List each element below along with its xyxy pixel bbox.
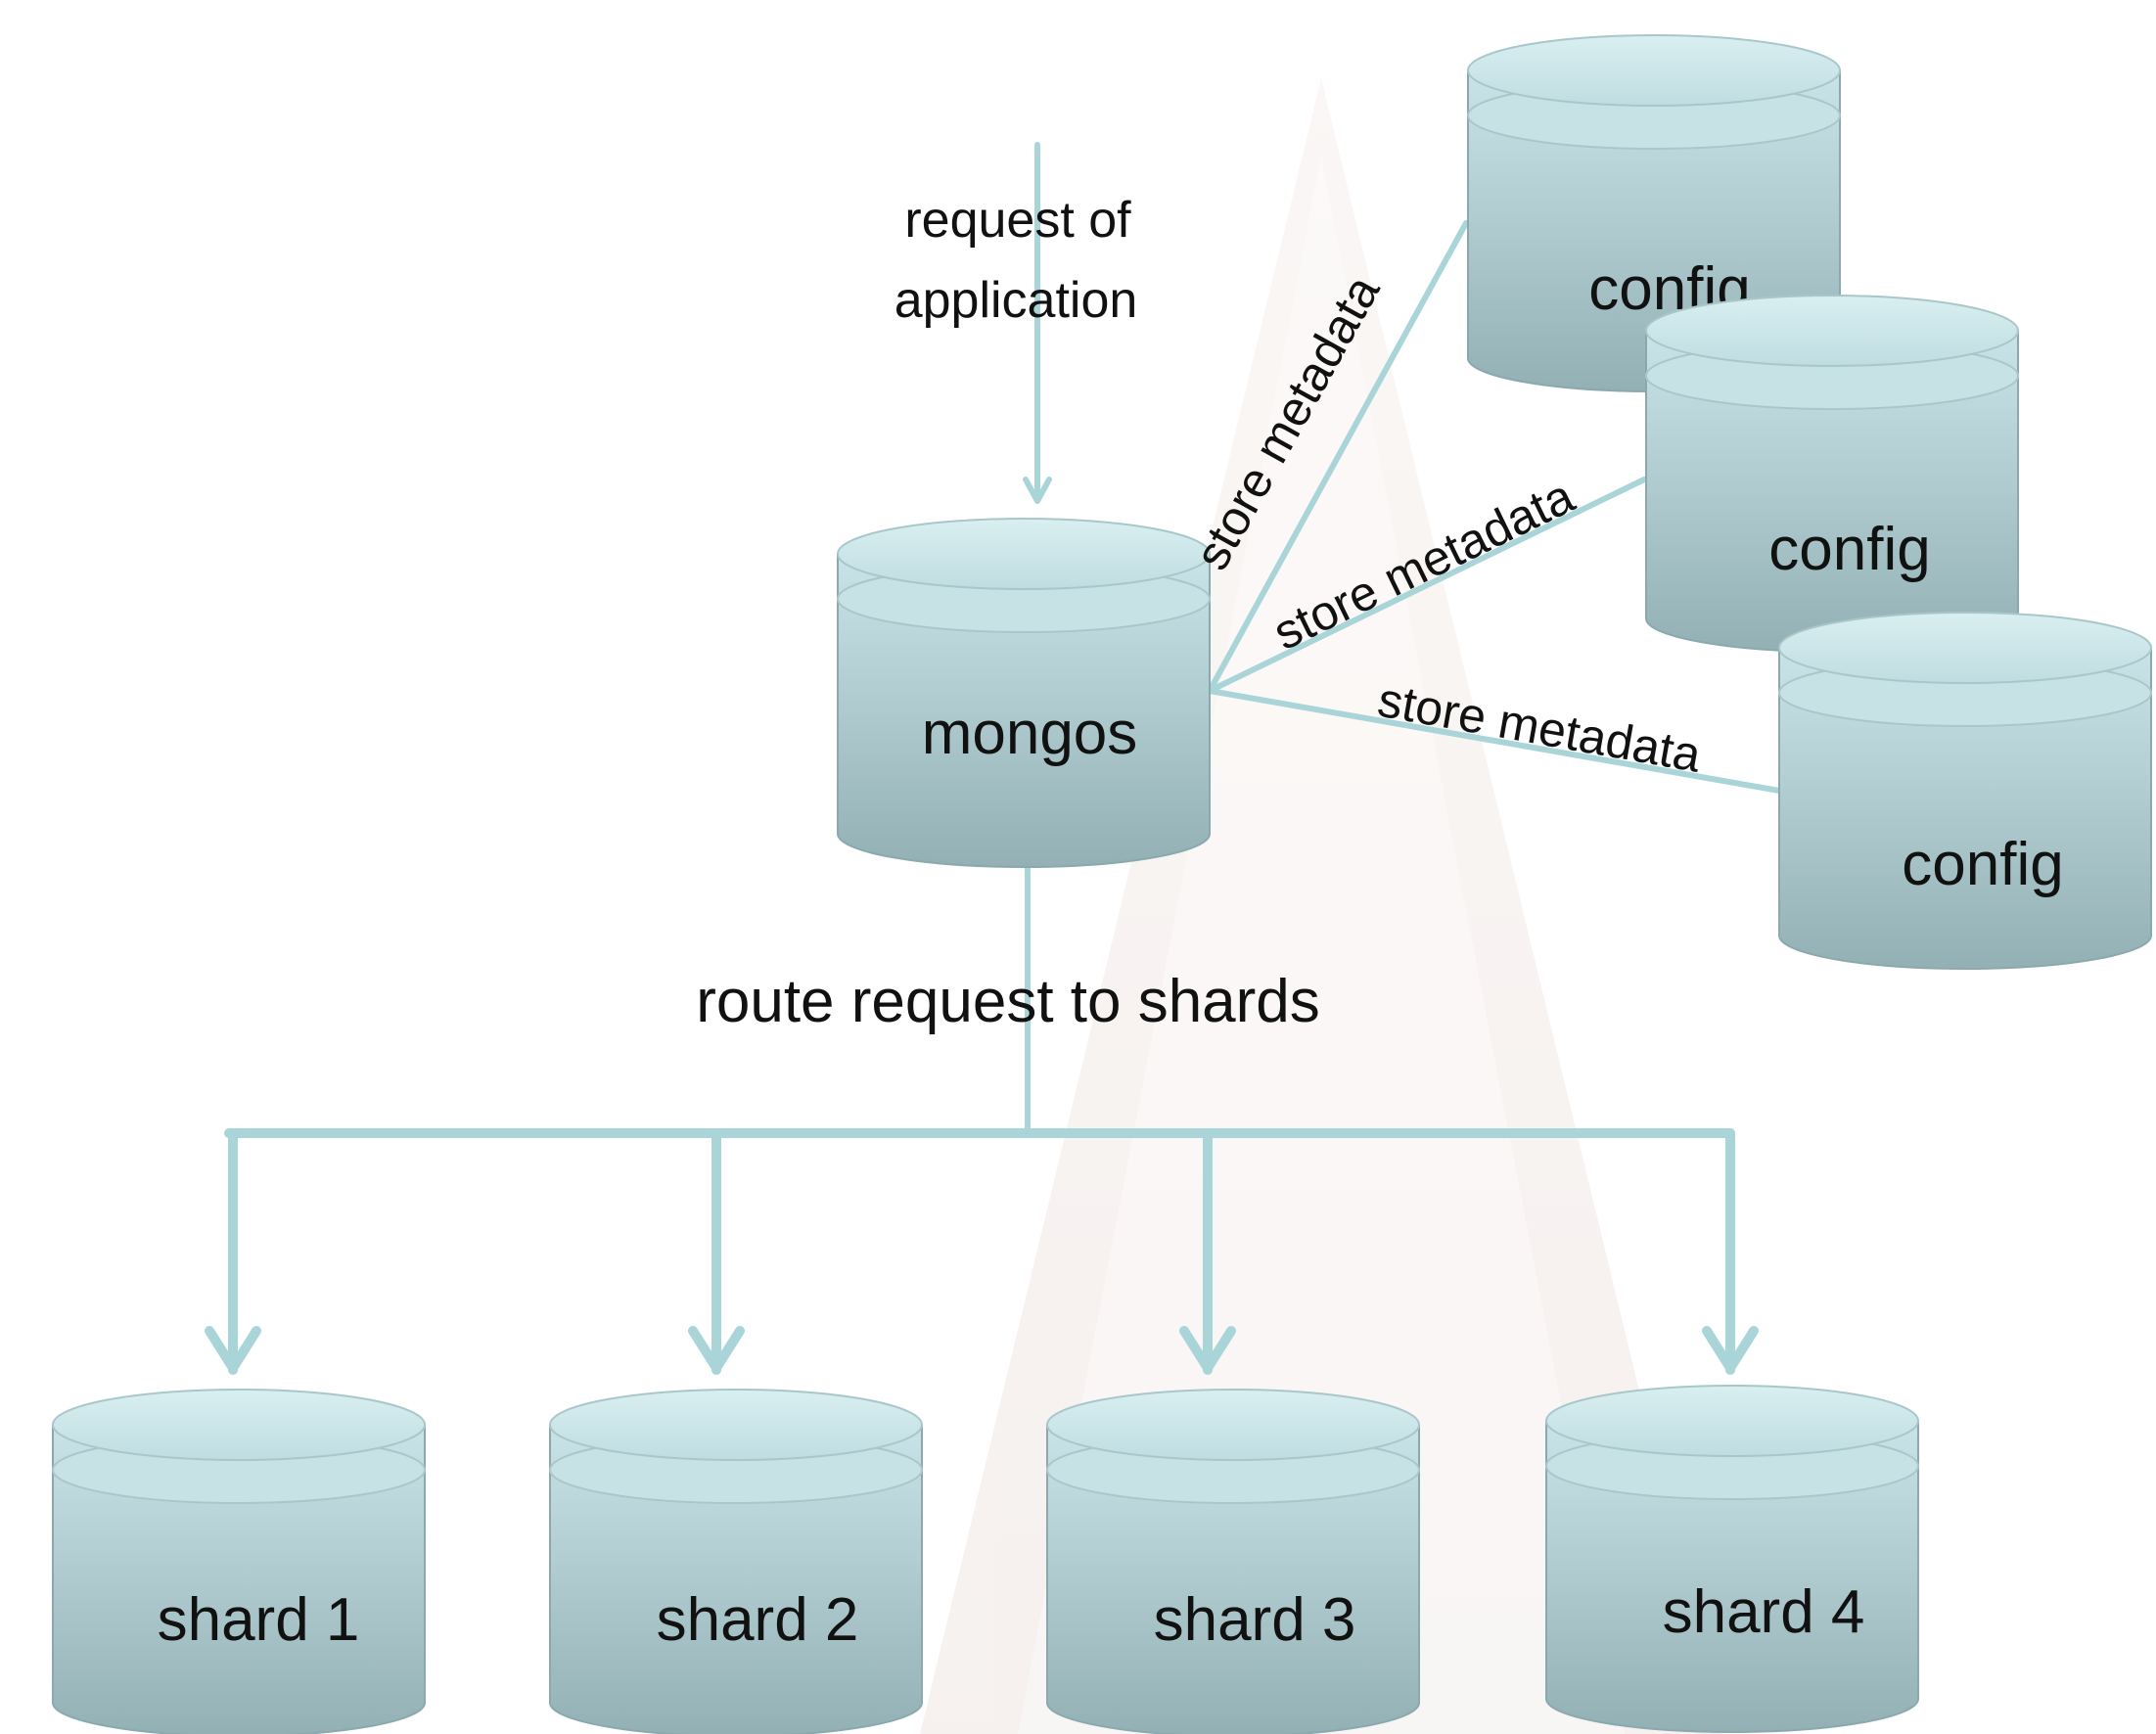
shard-3-label: shard 3: [1154, 1586, 1356, 1654]
shard-1-label: shard 1: [158, 1586, 360, 1654]
store-connector-1: [1207, 220, 1469, 694]
background-watermark: [920, 78, 1722, 1734]
shard-1-arrowhead: [205, 1326, 261, 1373]
shard-3-arrowhead: [1179, 1326, 1236, 1373]
connectors: [205, 142, 1782, 1375]
shard-2-arrowhead: [688, 1326, 745, 1373]
shard-1: shard 1: [52, 1389, 426, 1734]
mongos-label: mongos: [922, 700, 1138, 767]
shard-4: shard 4: [1545, 1385, 1919, 1733]
config-2-label: config: [1768, 516, 1930, 583]
store-connector-3: [1207, 688, 1782, 794]
config-server-1: config: [1467, 34, 1841, 392]
config-3-label: config: [1902, 831, 2063, 898]
request-label-line1: request of: [904, 192, 1131, 249]
mongos-router: mongos: [837, 518, 1211, 868]
route-label: route request to shards: [696, 968, 1320, 1035]
request-arrowhead: [1023, 477, 1052, 504]
shard-2: shard 2: [549, 1389, 923, 1734]
shard-4-arrowhead: [1702, 1326, 1759, 1373]
store-connector-2: [1207, 477, 1647, 694]
request-label-line2: application: [895, 272, 1138, 329]
config-server-3: config: [1778, 612, 2152, 970]
shard-3: shard 3: [1046, 1389, 1420, 1734]
config-server-2: config: [1645, 295, 2019, 653]
shard-2-label: shard 2: [657, 1586, 859, 1654]
shard-4-label: shard 4: [1663, 1578, 1865, 1646]
